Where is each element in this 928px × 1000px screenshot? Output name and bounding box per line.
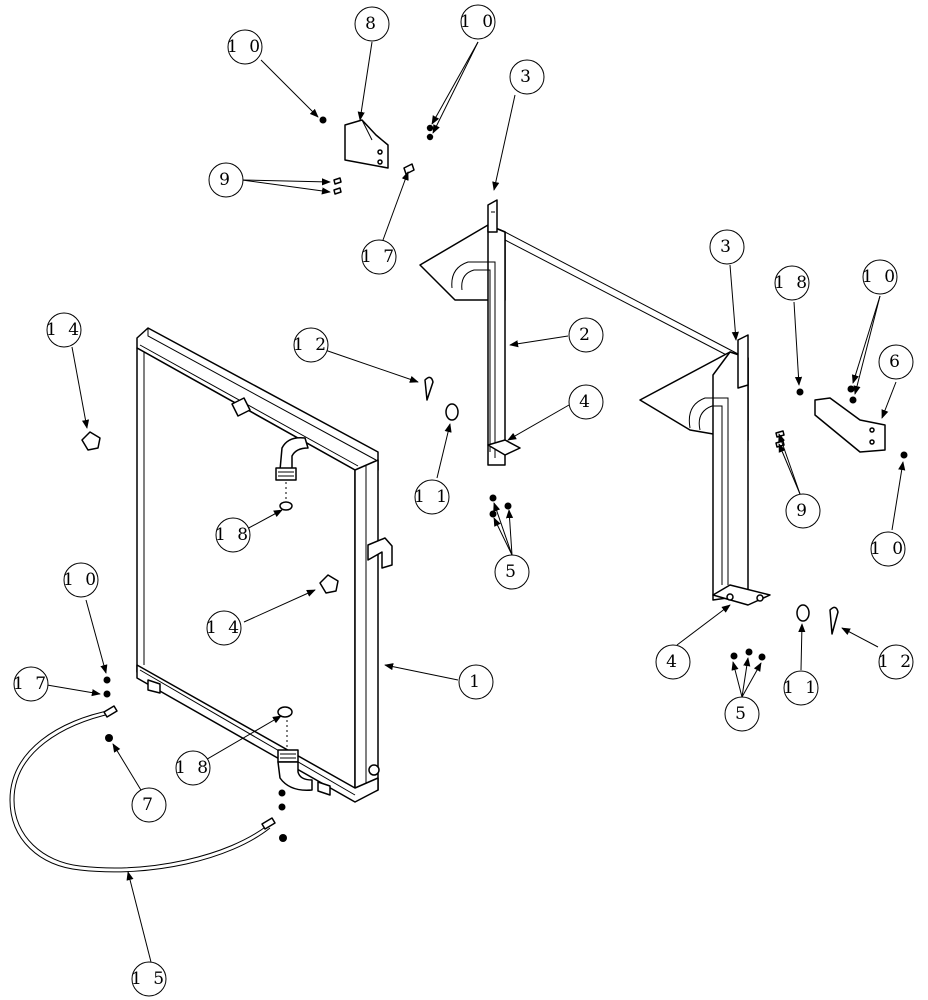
svg-text:1 1: 1 1	[414, 487, 450, 507]
svg-text:8: 8	[365, 14, 379, 34]
svg-text:9: 9	[219, 170, 233, 190]
left-shroud-bracket	[419, 199, 741, 466]
svg-text:9: 9	[796, 501, 810, 521]
svg-text:1 0: 1 0	[63, 570, 99, 590]
callout-17-right: 1 8	[774, 265, 810, 301]
svg-text:1 7: 1 7	[361, 247, 397, 267]
callout-10-right-bottom: 1 0	[870, 531, 906, 567]
bracket-7	[344, 119, 389, 169]
callout-11-left: 1 1	[414, 479, 450, 515]
svg-text:3: 3	[720, 237, 734, 257]
svg-text:2: 2	[579, 325, 593, 345]
svg-text:7: 7	[142, 795, 156, 815]
svg-text:1 8: 1 8	[215, 525, 251, 545]
callout-9-right: 9	[785, 493, 821, 529]
callout-10-left: 1 0	[227, 29, 263, 65]
svg-text:1 4: 1 4	[206, 618, 242, 638]
svg-text:1 0: 1 0	[862, 267, 898, 287]
callout-18-top: 1 8	[215, 517, 251, 553]
svg-text:1 7: 1 7	[13, 674, 49, 694]
callout-5-right: 5	[724, 696, 760, 732]
callout-3-right: 3	[709, 229, 745, 265]
callout-12-right: 1 2	[878, 644, 914, 680]
callout-9-left: 9	[208, 162, 244, 198]
callout-2: 2	[568, 317, 604, 353]
callout-4-right: 4	[655, 644, 691, 680]
callout-10-right-top: 1 0	[862, 259, 898, 295]
right-shroud-bracket	[639, 334, 771, 606]
callout-3-left: 3	[509, 59, 545, 95]
svg-text:4: 4	[579, 392, 593, 412]
callout-14-left: 1 4	[46, 312, 82, 348]
svg-text:1 5: 1 5	[131, 969, 167, 989]
callout-7-top: 8	[354, 6, 390, 42]
svg-text:1 0: 1 0	[460, 12, 496, 32]
callout-16: 1 7	[13, 666, 49, 702]
svg-text:1 1: 1 1	[783, 678, 819, 698]
bracket-6	[814, 397, 886, 453]
callout-5-left: 5	[494, 554, 530, 590]
svg-text:1 2: 1 2	[878, 652, 914, 672]
callout-11-right: 1 1	[783, 670, 819, 706]
callout-6: 6	[878, 344, 914, 380]
callout-14-center: 1 4	[206, 610, 242, 646]
svg-text:1 0: 1 0	[227, 37, 263, 57]
svg-text:5: 5	[505, 562, 519, 582]
svg-text:1: 1	[469, 672, 483, 692]
callout-10-bottom-left: 1 0	[63, 562, 99, 598]
callout-15: 1 5	[131, 961, 167, 997]
svg-text:1 0: 1 0	[870, 539, 906, 559]
radiator	[136, 327, 393, 803]
callout-10-top: 1 0	[460, 4, 496, 40]
callout-17-left: 1 7	[361, 239, 397, 275]
hardware	[9, 116, 908, 873]
svg-text:1 4: 1 4	[46, 320, 82, 340]
callout-8: 7	[131, 787, 167, 823]
svg-text:5: 5	[735, 704, 749, 724]
svg-text:1 8: 1 8	[175, 758, 211, 778]
svg-text:6: 6	[889, 352, 903, 372]
callout-18-bottom: 1 8	[175, 750, 211, 786]
callout-1: 1	[458, 664, 494, 700]
svg-text:4: 4	[666, 652, 680, 672]
svg-text:1 2: 1 2	[293, 335, 329, 355]
svg-text:1 8: 1 8	[774, 273, 810, 293]
callout-12-left: 1 2	[293, 327, 329, 363]
callout-4-left: 4	[568, 384, 604, 420]
svg-text:3: 3	[520, 67, 534, 87]
